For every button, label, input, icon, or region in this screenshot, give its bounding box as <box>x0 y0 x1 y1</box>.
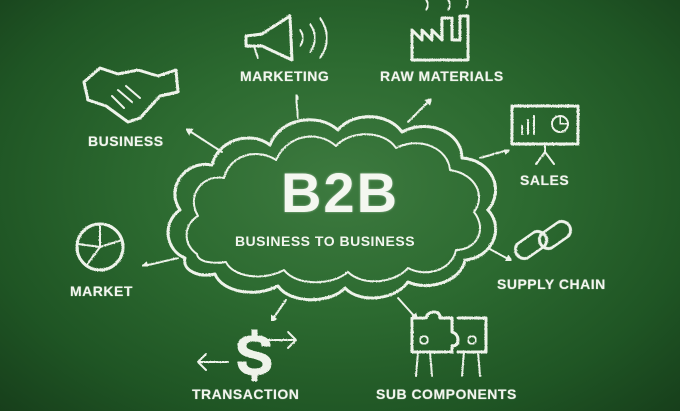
arrow-business <box>184 127 223 153</box>
handshake-icon <box>82 66 180 124</box>
puzzle-people-icon <box>410 310 488 377</box>
presentation-board-icon <box>510 104 580 165</box>
node-label-sales: SALES <box>520 172 570 188</box>
arrow-sales <box>479 147 512 159</box>
arrow-market <box>140 257 179 269</box>
megaphone-icon <box>244 14 328 62</box>
node-label-sub-components: SUB COMPONENTS <box>376 386 517 402</box>
chain-link-icon <box>513 219 573 261</box>
node-label-market: MARKET <box>70 283 133 299</box>
diagram-title: B2B <box>280 161 400 224</box>
central-cloud <box>166 115 498 302</box>
arrow-transaction <box>269 299 287 324</box>
arrow-marketing <box>292 92 301 119</box>
factory-icon <box>410 0 470 62</box>
arrow-sub-components <box>397 297 419 321</box>
node-label-marketing: MARKETING <box>240 68 330 84</box>
arrow-raw-materials <box>407 97 433 123</box>
pie-chart-icon <box>75 222 125 272</box>
node-label-transaction: TRANSACTION <box>192 386 300 402</box>
connector-arrows <box>140 92 514 324</box>
node-label-supply-chain: SUPPLY CHAIN <box>497 276 606 292</box>
node-label-raw-materials: RAW MATERIALS <box>380 68 504 84</box>
dollar-exchange-icon <box>197 329 297 382</box>
node-label-business: BUSINESS <box>88 133 164 149</box>
diagram-subtitle: BUSINESS TO BUSINESS <box>234 233 416 249</box>
arrow-supply-chain <box>487 247 514 262</box>
